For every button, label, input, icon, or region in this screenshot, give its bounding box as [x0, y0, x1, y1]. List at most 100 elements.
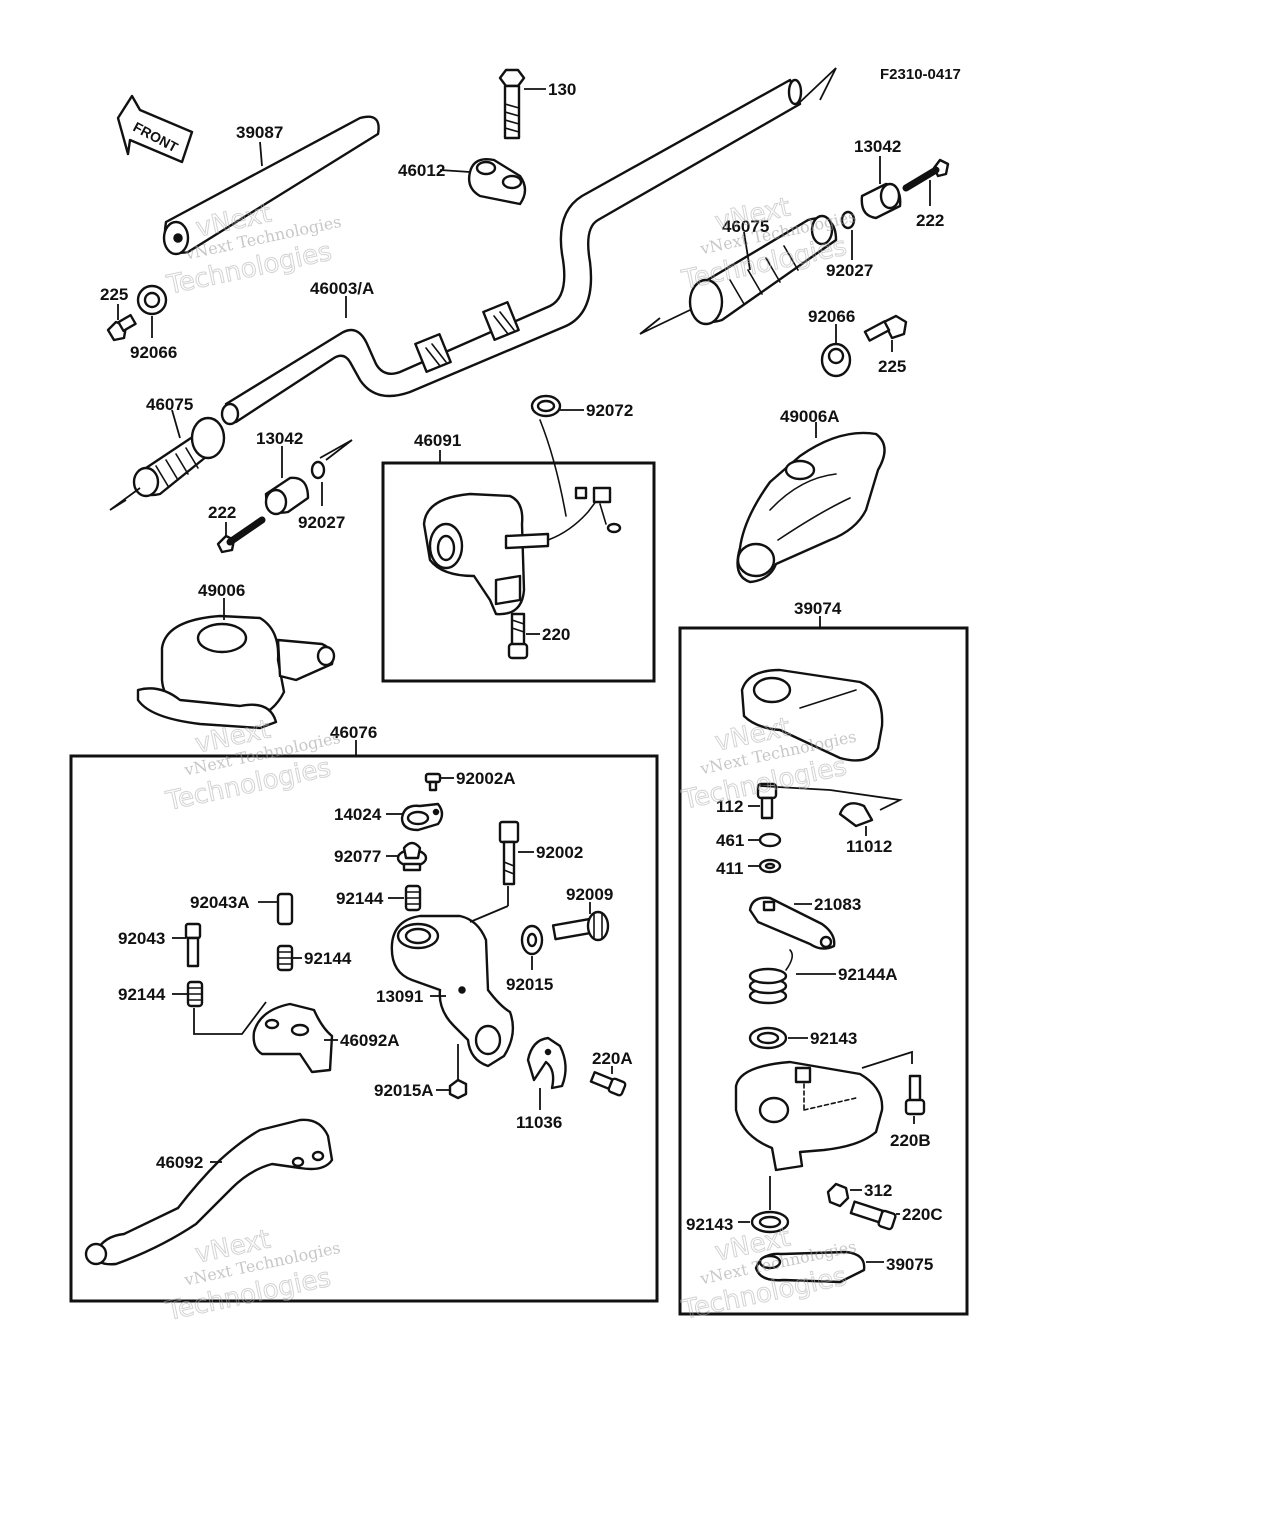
- label-92072: 92072: [586, 401, 633, 420]
- label-46075-right: 46075: [722, 217, 769, 236]
- grip-46075-left: [109, 416, 226, 511]
- bar-end-13042-left: [264, 476, 310, 516]
- weight-92066-right: [820, 342, 852, 378]
- label-92143-bottom: 92143: [686, 1215, 733, 1234]
- spring-92144-upper: [404, 884, 422, 912]
- seal-92143-bottom: [750, 1176, 790, 1234]
- spring-92144-mid: [276, 944, 294, 972]
- label-39074: 39074: [794, 599, 842, 618]
- label-112: 112: [716, 797, 743, 816]
- label-92077: 92077: [334, 847, 381, 866]
- label-46092: 46092: [156, 1153, 203, 1172]
- label-39075: 39075: [886, 1255, 933, 1274]
- label-222-right: 222: [916, 211, 944, 230]
- assembly-box-39074: [678, 626, 969, 1316]
- screw-92002A: [424, 772, 442, 792]
- label-46075-left: 46075: [146, 395, 193, 414]
- label-225-right: 225: [878, 357, 906, 376]
- label-312: 312: [864, 1181, 892, 1200]
- label-11036: 11036: [516, 1113, 562, 1132]
- label-46003: 46003/A: [310, 279, 374, 298]
- label-46091: 46091: [414, 431, 461, 450]
- washer-461: [758, 832, 782, 848]
- nut-92015: [520, 924, 544, 956]
- label-92009: 92009: [566, 885, 613, 904]
- bolt-220: [507, 612, 529, 660]
- bar-end-13042-right: [860, 182, 902, 220]
- label-14024: 14024: [334, 805, 382, 824]
- label-220: 220: [542, 625, 570, 644]
- nut-92015A: [448, 1044, 468, 1100]
- lever-46092: [84, 1118, 334, 1266]
- label-13091: 13091: [376, 987, 423, 1006]
- label-411: 411: [716, 859, 743, 878]
- handlebar-46003: [220, 67, 837, 426]
- pin-92043: [184, 922, 202, 968]
- master-cylinder-13091: [390, 886, 515, 1068]
- label-92015A: 92015A: [374, 1081, 434, 1100]
- label-92002: 92002: [536, 843, 583, 862]
- clip-92072: [530, 394, 562, 418]
- bolt-220A: [589, 1071, 627, 1097]
- label-92015: 92015: [506, 975, 553, 994]
- bolt-92002: [498, 820, 520, 886]
- label-13042-left: 13042: [256, 429, 303, 448]
- label-21083: 21083: [814, 895, 861, 914]
- throttle-housing-46091: [422, 492, 550, 616]
- label-461: 461: [716, 831, 744, 850]
- label-92027-left: 92027: [298, 513, 345, 532]
- label-92043A: 92043A: [190, 893, 250, 912]
- label-130: 130: [548, 80, 576, 99]
- assembly-box-46091: [381, 461, 656, 683]
- watermark-1: vNext vNext Technologies Technologies: [163, 198, 343, 302]
- nut-312: [826, 1182, 850, 1208]
- label-220A: 220A: [592, 1049, 633, 1068]
- label-92144-mid: 92144: [304, 949, 352, 968]
- cable-connector: [539, 419, 622, 541]
- label-222-left: 222: [208, 503, 236, 522]
- label-46012: 46012: [398, 161, 445, 180]
- spring-92144A: [748, 949, 794, 1005]
- cover-49006: [136, 614, 336, 730]
- label-92066-right: 92066: [808, 307, 855, 326]
- label-220C: 220C: [902, 1205, 943, 1224]
- screw-225-left: [106, 313, 137, 342]
- label-92144A: 92144A: [838, 965, 898, 984]
- ring-92027-right: [840, 210, 856, 230]
- clamp-11036: [526, 1036, 567, 1090]
- pin-92043A: [276, 892, 294, 926]
- label-13042-right: 13042: [854, 137, 901, 156]
- bolt-130: [498, 68, 526, 140]
- label-46076: 46076: [330, 723, 377, 742]
- label-92027-right: 92027: [826, 261, 873, 280]
- seal-92143-top: [748, 1026, 788, 1050]
- ring-92027-left: [310, 460, 326, 480]
- label-39087: 39087: [236, 123, 283, 142]
- cap-92077: [396, 841, 428, 872]
- label-92143-top: 92143: [810, 1029, 857, 1048]
- front-arrow-icon: FRONT: [116, 94, 194, 164]
- label-220B: 220B: [890, 1131, 931, 1150]
- plate-14024: [400, 802, 444, 832]
- label-46092A: 46092A: [340, 1031, 400, 1050]
- screw-222-left: [216, 516, 266, 554]
- grip-46075-right: [639, 214, 838, 335]
- spring-92144-lower: [186, 980, 267, 1035]
- housing-lower: [734, 1050, 913, 1172]
- figure-code: F2310-0417: [880, 66, 961, 83]
- assembly-box-46076: [69, 754, 659, 1303]
- bolt-220B: [904, 1074, 926, 1116]
- holder-46092A: [252, 1002, 334, 1074]
- label-92066-left: 92066: [130, 343, 177, 362]
- adjuster-92009: [551, 910, 610, 942]
- screw-222-right: [902, 158, 950, 192]
- holder-46012: [467, 158, 527, 206]
- label-11012: 11012: [846, 837, 892, 856]
- lever-21083: [748, 896, 836, 950]
- label-92144-upper: 92144: [336, 889, 384, 908]
- screw-225-right: [863, 314, 908, 342]
- bolt-220C: [849, 1200, 897, 1231]
- label-225-left: 225: [100, 285, 128, 304]
- cover-49006A: [736, 431, 886, 584]
